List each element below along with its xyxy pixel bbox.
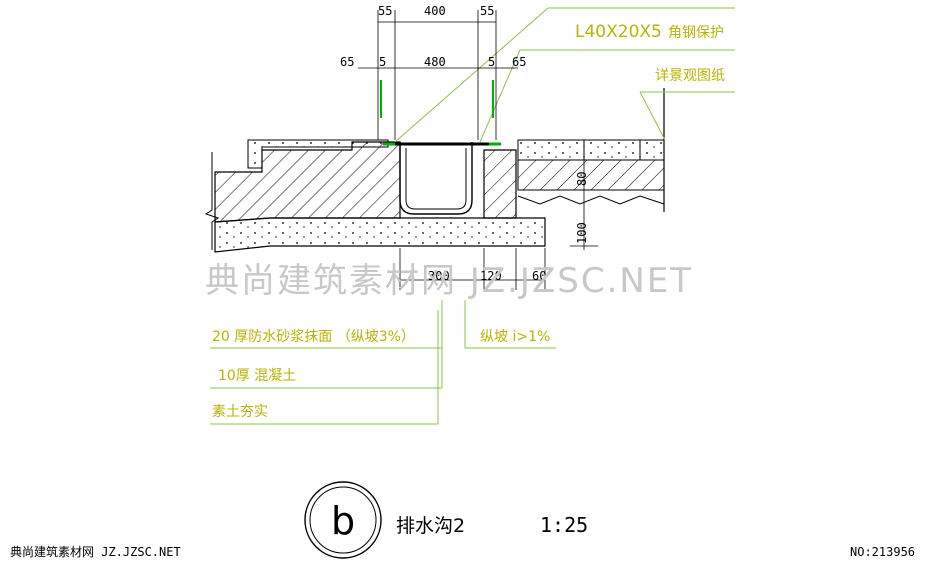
footer-number: NO:213956 (850, 545, 915, 559)
concrete-body-left (214, 141, 401, 223)
soil-line-right (517, 195, 665, 205)
paving-layer-right (517, 139, 665, 161)
title-symbol-circle (304, 481, 382, 559)
dim-top-right: 55 (480, 4, 494, 18)
landscape-reference: 详景观图纸 (655, 68, 725, 84)
note-concrete: 10厚 混凝土 (218, 368, 296, 384)
angle-steel-spec: L40X20X5 (575, 22, 662, 42)
concrete-wall-right (483, 149, 517, 219)
dim-right-1: 80 (575, 172, 589, 186)
dim-second-1: 65 (340, 55, 354, 69)
channel-wall (399, 142, 473, 215)
note-mortar: 20 厚防水砂浆抹面 （纵坡3%） (212, 329, 415, 345)
title-symbol: b (331, 499, 355, 543)
paving-layer-left (247, 139, 389, 169)
channel-inner (405, 148, 467, 210)
leader-lines (210, 7, 735, 425)
title-block: b 排水沟2 1:25 (304, 481, 588, 559)
dim-bottom-2: 120 (480, 269, 502, 283)
watermark: 典尚建筑素材网 JZ.JZSC.NET (205, 261, 693, 301)
dim-second-4: 5 (488, 55, 495, 69)
dim-second-5: 65 (512, 55, 526, 69)
footer-site: 典尚建筑素材网 JZ.JZSC.NET (10, 544, 181, 559)
base-slab (214, 217, 546, 253)
note-slope: 纵坡 i>1% (480, 329, 550, 345)
dimension-lines (358, 10, 598, 290)
dim-bottom-3: 60 (532, 269, 546, 283)
base-layer-right (517, 159, 665, 191)
note-soil: 素土夯实 (212, 404, 268, 420)
angle-steel-note: 角钢保护 (668, 25, 724, 41)
dim-top-center: 400 (424, 4, 446, 18)
drawing-scale: 1:25 (540, 513, 588, 537)
dim-second-3: 480 (424, 55, 446, 69)
dim-top-left: 55 (378, 4, 392, 18)
break-line (204, 152, 220, 250)
drawing-name: 排水沟2 (396, 515, 465, 537)
dim-bottom-1: 300 (428, 269, 450, 283)
dim-right-2: 100 (575, 222, 589, 244)
green-guides (380, 80, 494, 118)
section-structure (204, 88, 665, 253)
dim-second-2: 5 (379, 55, 386, 69)
